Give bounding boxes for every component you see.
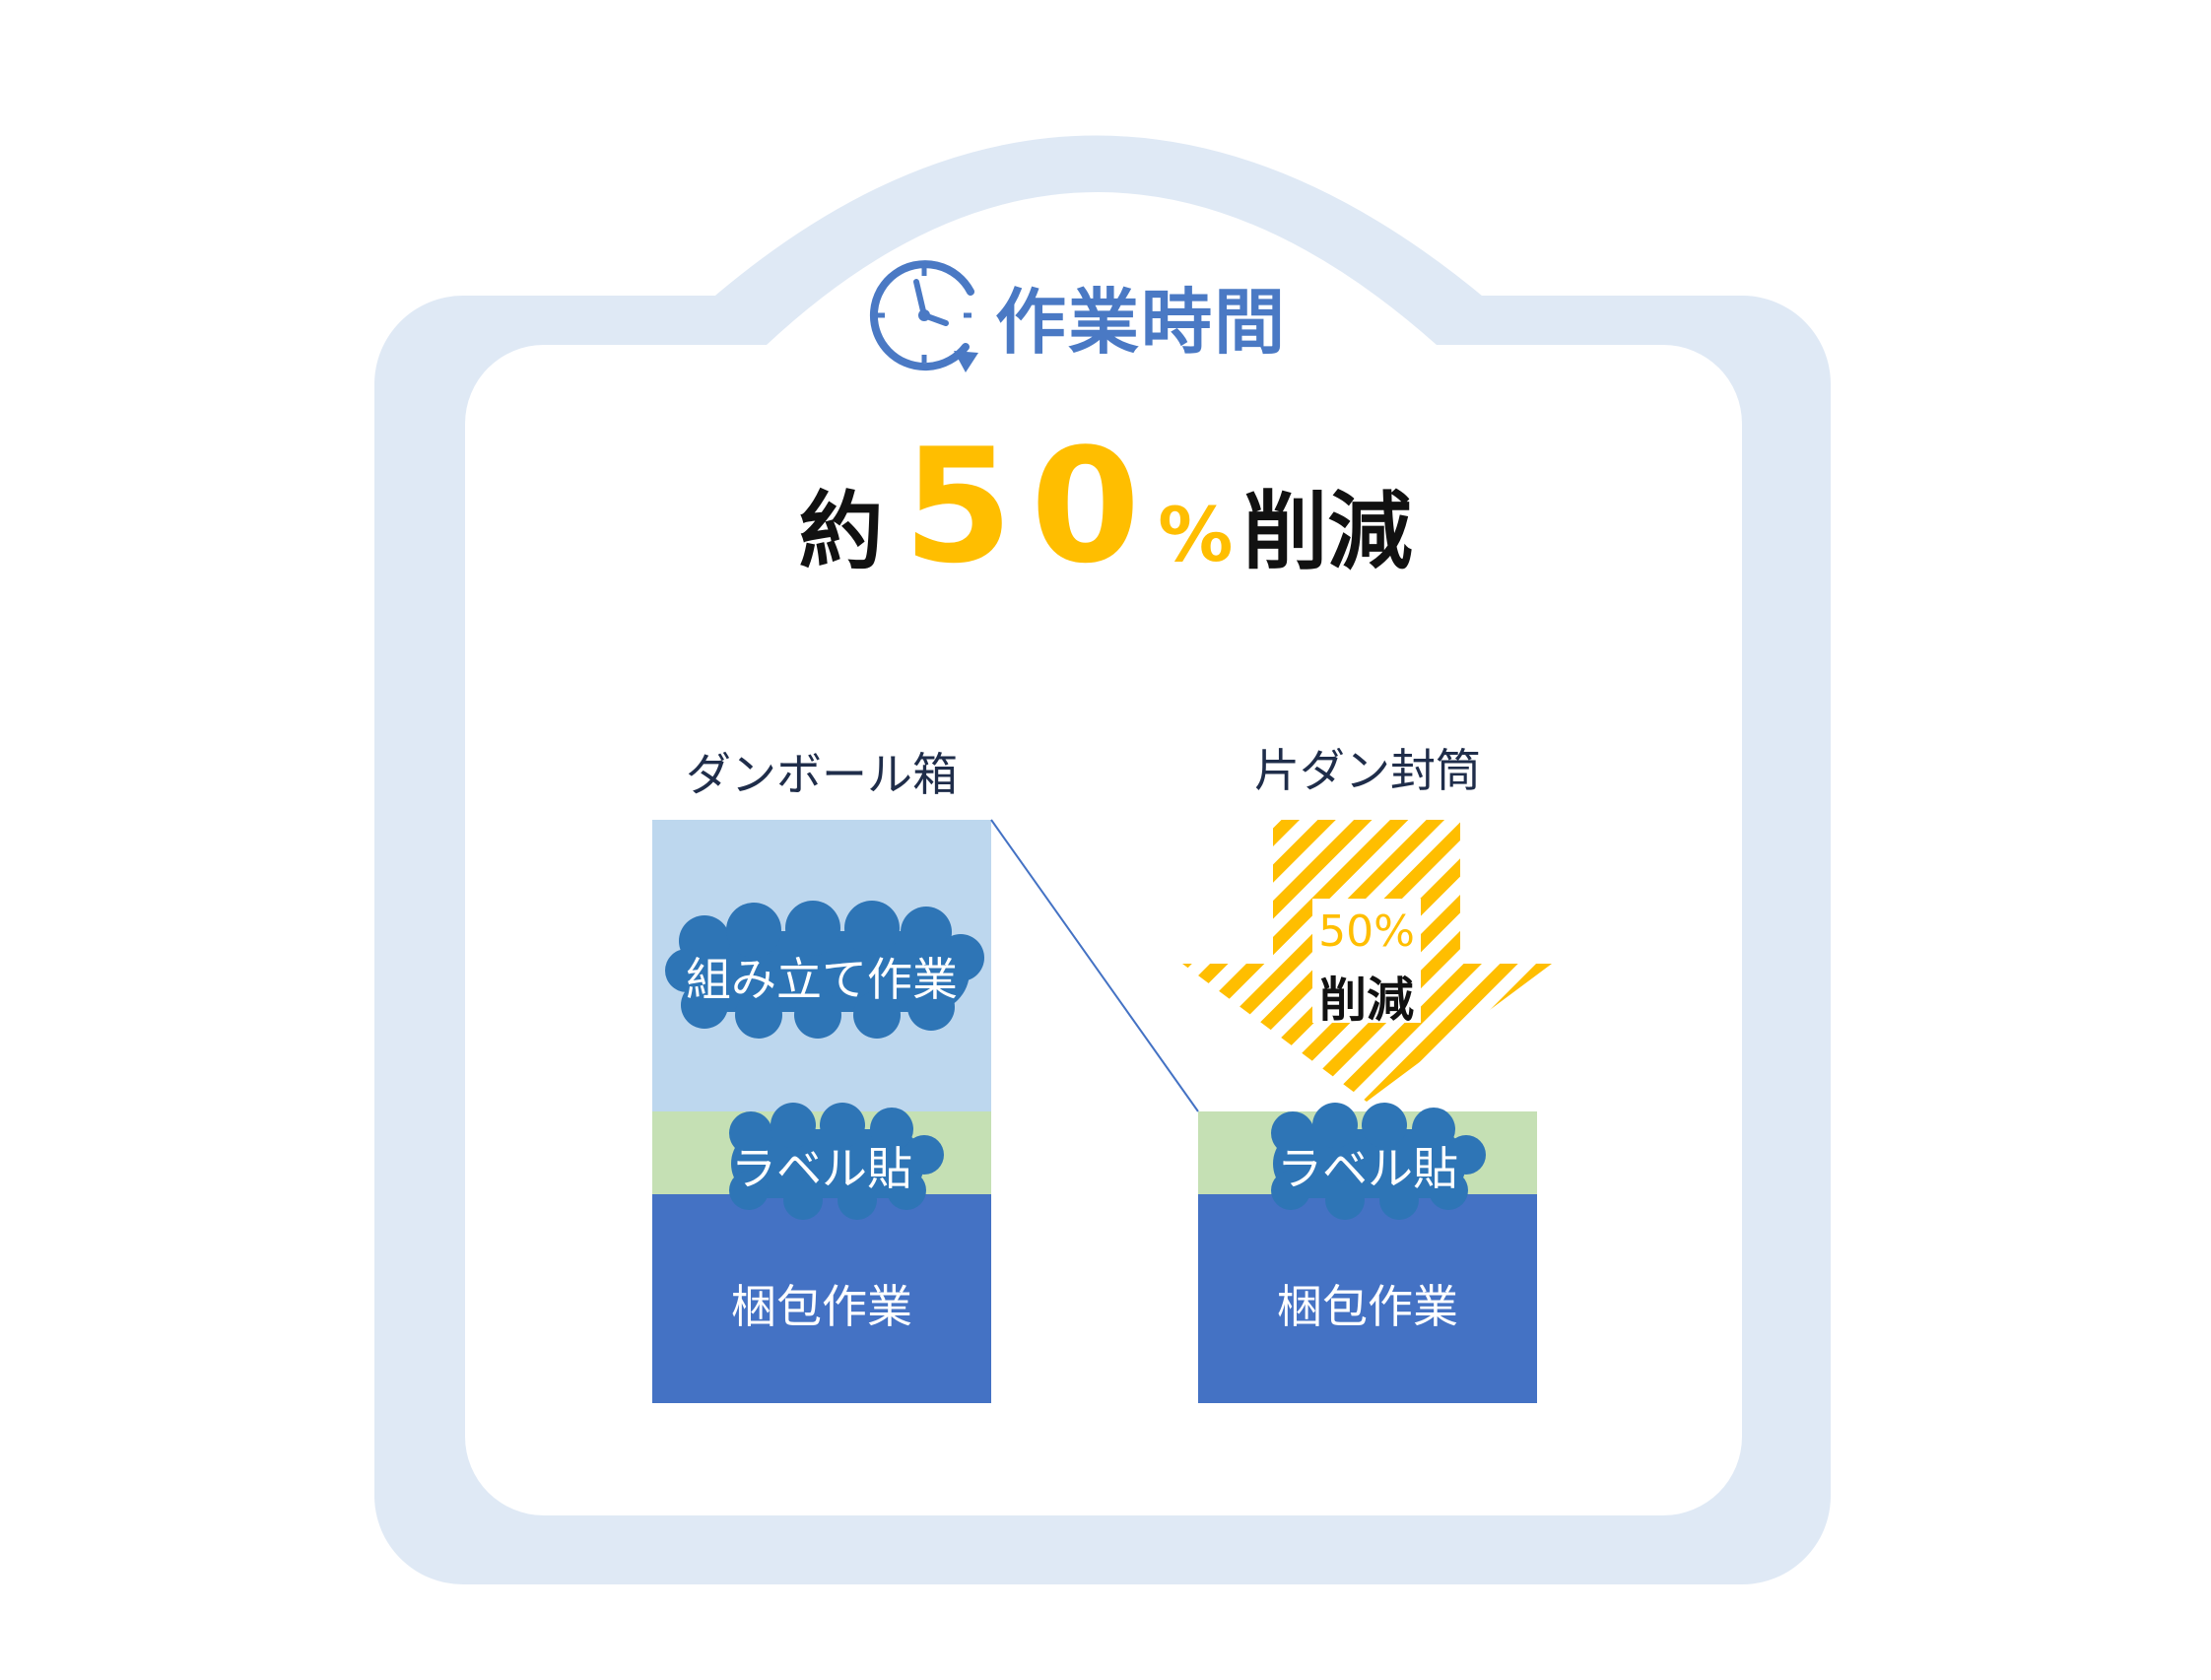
column-title: 片ダン封筒 [1254,744,1481,797]
header-title: 作業時間 [995,281,1288,364]
column-title: ダンボール箱 [686,748,958,801]
headline-prefix: 約 [798,483,884,581]
headline-value: 50 [903,414,1159,598]
assembly-cloud [665,901,984,1039]
arrow-label: 削減 [1318,973,1414,1028]
label-sticking-label: ラベル貼 [1277,1142,1458,1195]
assembly-label: 組み立て作業 [686,953,958,1006]
label-sticking-label: ラベル貼 [731,1142,912,1195]
headline-unit: % [1158,491,1234,578]
packing-label: 梱包作業 [731,1280,912,1333]
clock-icon [869,260,978,372]
packing-label: 梱包作業 [1277,1280,1458,1333]
packing-segment [652,1194,991,1403]
packing-segment [1198,1194,1537,1403]
arrow-value: 50% [1318,907,1415,957]
label-cloud-left [729,1103,944,1220]
arrow-label-box [1312,899,1421,1023]
headline-suffix: 削減 [1242,483,1413,581]
label-cloud-right [1271,1103,1486,1220]
connector-line [990,819,1199,1112]
